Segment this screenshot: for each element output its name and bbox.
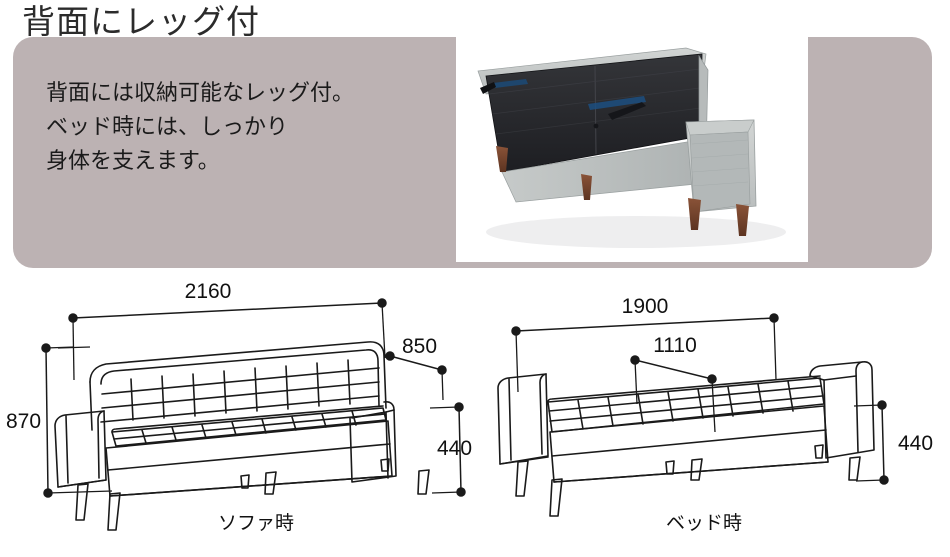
dim-label-850: 850: [402, 335, 437, 358]
caption-sofa-mode: ソファ時: [218, 513, 295, 534]
feature-description: 背面には収納可能なレッグ付。 ベッド時には、しっかり 身体を支えます。: [46, 80, 355, 173]
bed-diagram-artwork: 1900 1110 440: [497, 295, 933, 517]
sofa-bed-rear-view-photo: [456, 36, 808, 262]
photo-artwork: [456, 36, 808, 262]
dim-label-1110: 1110: [653, 334, 697, 357]
dim-label-1900: 1900: [622, 295, 669, 318]
caption-bed-mode: ベッド時: [666, 513, 743, 534]
sofa-diagram-artwork: 2160 870 850 440: [6, 280, 472, 531]
dimension-drawing-bed: 1900 1110 440: [470, 280, 950, 557]
page-title: 背面にレッグ付: [22, 3, 260, 40]
dimension-drawing-sofa: 2160 870 850 440: [0, 280, 480, 557]
dim-label-440: 440: [898, 432, 933, 455]
dim-label-2160: 2160: [185, 280, 232, 303]
dim-label-440: 440: [437, 437, 472, 460]
dim-label-870: 870: [6, 410, 41, 433]
